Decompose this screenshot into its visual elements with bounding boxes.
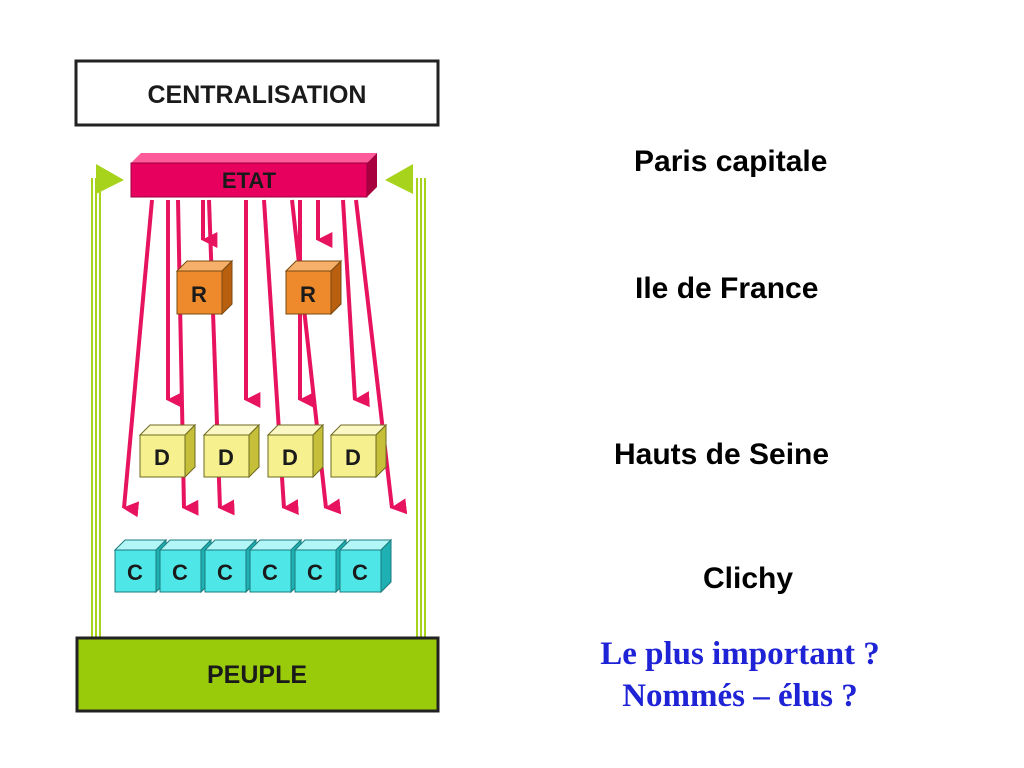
department-label: D [282,445,298,470]
people-box: PEUPLE [75,636,440,713]
commune-label: C [262,560,278,585]
department-label: D [154,445,170,470]
question-appointed-elected: Nommés – élus ? [622,678,858,714]
region-cube: R [284,259,343,316]
level-label-clichy: Clichy [703,562,794,595]
title-label: CENTRALISATION [148,81,367,109]
commune-label: C [172,560,188,585]
commune-label: C [352,560,368,585]
commune-cube: C [113,538,168,594]
centralisation-diagram: CENTRALISATION ETAT [74,59,440,713]
state-bar: ETAT [130,153,377,198]
arrow-to-commune [122,199,154,518]
department-cube: D [202,423,261,479]
arrow-to-department [341,199,370,408]
commune-label: C [307,560,323,585]
level-label-hauts-de-seine: Hauts de Seine [614,438,830,471]
region-label: R [191,282,207,307]
department-label: D [345,445,361,470]
department-cube: D [266,423,325,479]
region-cube: R [175,259,234,316]
department-cube: D [138,423,197,479]
region-label: R [300,282,316,307]
commune-cube: C [293,538,348,594]
level-label-ile-de-france: Ile de France [635,272,819,305]
right-up-arrow [385,164,426,638]
commune-label: C [127,560,143,585]
commune-cube: C [203,538,258,594]
department-cube: D [329,423,388,479]
title-box: CENTRALISATION [74,59,440,127]
commune-label: C [217,560,233,585]
people-label: PEUPLE [207,661,307,689]
commune-cube: C [338,538,393,594]
commune-cube: C [158,538,213,594]
level-label-paris: Paris capitale [634,145,828,178]
left-up-arrow [91,164,124,638]
commune-cube: C [248,538,303,594]
question-most-important: Le plus important ? [600,636,880,672]
state-label: ETAT [222,168,277,193]
department-label: D [218,445,234,470]
